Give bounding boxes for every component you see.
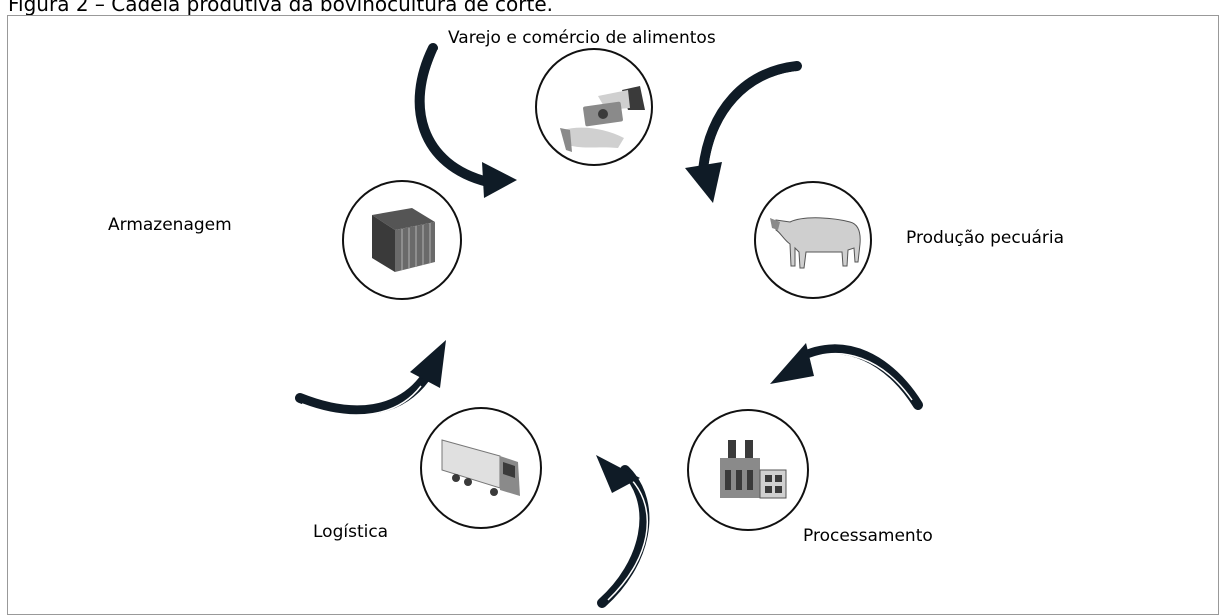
label-varejo: Varejo e comércio de alimentos (448, 28, 716, 48)
arrow-armazenagem-to-varejo (414, 43, 517, 198)
label-logistica: Logística (313, 522, 389, 542)
node-processamento (687, 409, 809, 531)
node-armazenagem (342, 180, 462, 300)
figure-title: Figura 2 – Cadeia produtiva da bovinocul… (8, 0, 554, 16)
node-varejo (535, 48, 653, 166)
arrow-logistica-to-armazenagem (295, 340, 446, 416)
node-producao (754, 181, 872, 299)
label-producao: Produção pecuária (906, 228, 1065, 248)
truck-icon (441, 439, 520, 496)
arrow-processamento-to-logistica (596, 455, 650, 608)
container-icon (372, 208, 435, 272)
node-logistica (420, 407, 542, 529)
arrow-producao-to-processamento (770, 343, 923, 410)
cattle-icon (770, 217, 861, 269)
factory-icon (720, 440, 787, 499)
label-processamento: Processamento (803, 526, 933, 546)
label-armazenagem: Armazenagem (108, 215, 232, 235)
arrow-varejo-to-producao (685, 61, 802, 203)
money-exchange-icon (560, 86, 645, 152)
